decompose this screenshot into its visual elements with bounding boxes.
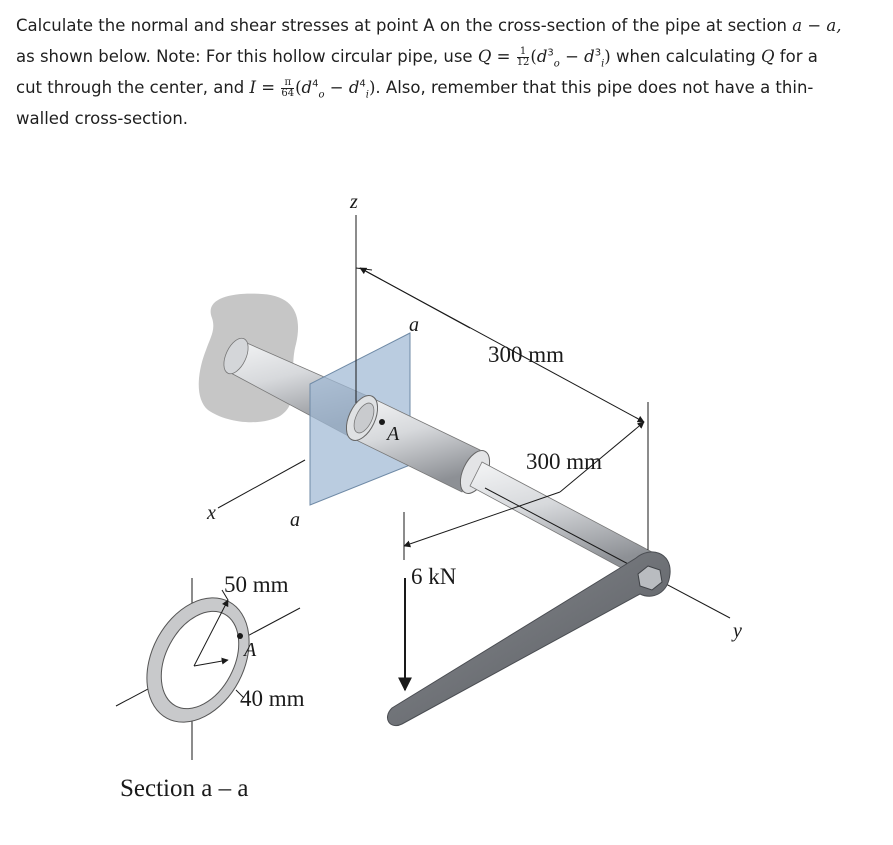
pipe-end-at-wall (223, 337, 249, 375)
y-axis-label: y (731, 620, 742, 642)
z-axis-label: z (349, 191, 358, 213)
i-fraction-num: π (281, 78, 295, 89)
section-symbol: a − a, (792, 16, 842, 35)
point-a-marker (379, 419, 385, 425)
q-fraction-num: 1 (516, 47, 530, 58)
load-label: 6 kN (411, 564, 457, 589)
point-a-label: A (385, 423, 400, 445)
problem-line-1: Calculate the normal and shear stresses … (16, 10, 876, 41)
subscript: i (365, 89, 369, 101)
q-fraction-den: 12 (516, 57, 530, 68)
minus-sign: − (559, 47, 585, 66)
section-ring-inner (353, 402, 375, 434)
minus-sign: − (324, 78, 349, 97)
subscript: i (601, 58, 605, 70)
problem-text: walled cross-section. (16, 109, 189, 128)
paren-close: ) (368, 78, 376, 97)
problem-line-2: as shown below. Note: For this hollow ci… (16, 41, 876, 72)
section-point-a-marker (237, 633, 243, 639)
problem-text: . Also, remember that this pipe does not… (375, 78, 814, 97)
d-symbol: d (584, 47, 595, 66)
problem-text: for a (774, 47, 818, 66)
dim-40-label: 40 mm (240, 686, 305, 711)
d-symbol: d (536, 47, 548, 66)
section-detail (115, 578, 301, 760)
i-fraction-den: 64 (281, 88, 295, 99)
dim-line-300-top-start (359, 267, 471, 329)
x-axis-line (217, 459, 306, 509)
q-symbol: Q (477, 47, 492, 66)
problem-text: when calculating (610, 47, 762, 66)
problem-line-4: walled cross-section. (16, 103, 876, 134)
paren-close: ) (604, 47, 611, 66)
section-a-bottom-label: a (290, 509, 300, 531)
dim-line-300-bottom (403, 491, 561, 548)
wrench (387, 551, 671, 726)
exponent: 3 (547, 47, 554, 59)
x-axis-label: x (206, 502, 216, 524)
section-a-top-label: a (409, 314, 419, 336)
y-axis-line (484, 487, 731, 619)
section-point-a-label: A (242, 639, 257, 661)
subscript: o (318, 89, 325, 101)
equals-sign: = (256, 78, 281, 97)
d-symbol: d (301, 78, 313, 97)
dim-leader (221, 589, 229, 601)
dim-leader (235, 689, 245, 699)
problem-text: as shown below. Note: For this hollow ci… (16, 47, 478, 66)
exponent: 4 (312, 78, 319, 90)
pipe-body (469, 461, 653, 579)
dim-300-bottom-label: 300 mm (526, 449, 602, 474)
section-inner-hole (160, 610, 240, 710)
problem-statement: Calculate the normal and shear stresses … (16, 10, 876, 134)
problem-text: cut through the center, and (16, 78, 250, 97)
problem-text: Calculate the normal and shear stresses … (16, 16, 793, 35)
exponent: 3 (594, 47, 602, 59)
subscript: o (553, 58, 560, 70)
paren-open: ( (295, 78, 302, 97)
radius-40-line (193, 657, 229, 667)
section-title: Section a – a (120, 775, 248, 802)
paren-open: ( (530, 47, 537, 66)
i-symbol: I (249, 78, 257, 97)
bolt-icon (637, 565, 663, 591)
q-symbol: Q (761, 47, 775, 66)
exponent: 4 (359, 78, 366, 90)
radius-50-line (193, 599, 229, 667)
dim-50-label: 50 mm (224, 572, 289, 597)
d-symbol: d (348, 78, 360, 97)
dim-line-300-bottom-end (559, 421, 645, 493)
dim-300-top-label: 300 mm (488, 342, 564, 367)
equals-sign: = (491, 47, 516, 66)
